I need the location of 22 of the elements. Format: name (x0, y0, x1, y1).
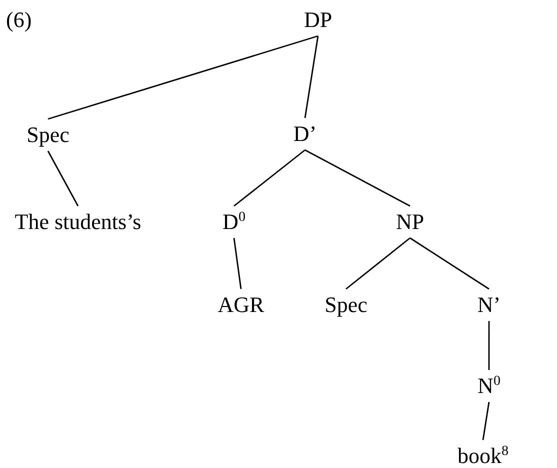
tree-node-label: N’ (475, 291, 503, 319)
tree-branch (346, 237, 410, 290)
tree-node-label: AGR (216, 291, 266, 319)
tree-branch (234, 149, 306, 207)
tree-branch (410, 237, 490, 290)
tree-branch (304, 149, 410, 207)
tree-node-label: book$^{8}$ (456, 442, 510, 468)
example-number: (6) (6, 9, 32, 31)
tree-node-label: NP (394, 208, 426, 236)
tree-node-label: DP (302, 6, 334, 34)
tree-node-label: Spec (24, 121, 72, 149)
tree-node-label: Spec (322, 291, 370, 319)
tree-branch (304, 36, 319, 118)
tree-node-label: D’ (291, 120, 319, 148)
tree-branch (482, 402, 490, 440)
tree-node-label: N$^{0}$ (476, 372, 502, 400)
tree-branch (47, 150, 79, 206)
tree-node-label: D$^{0}$ (220, 208, 248, 236)
tree-branch (48, 35, 318, 120)
tree-branch (488, 321, 490, 370)
tree-branch (233, 238, 242, 290)
tree-node-label: The students’s (12, 208, 144, 236)
